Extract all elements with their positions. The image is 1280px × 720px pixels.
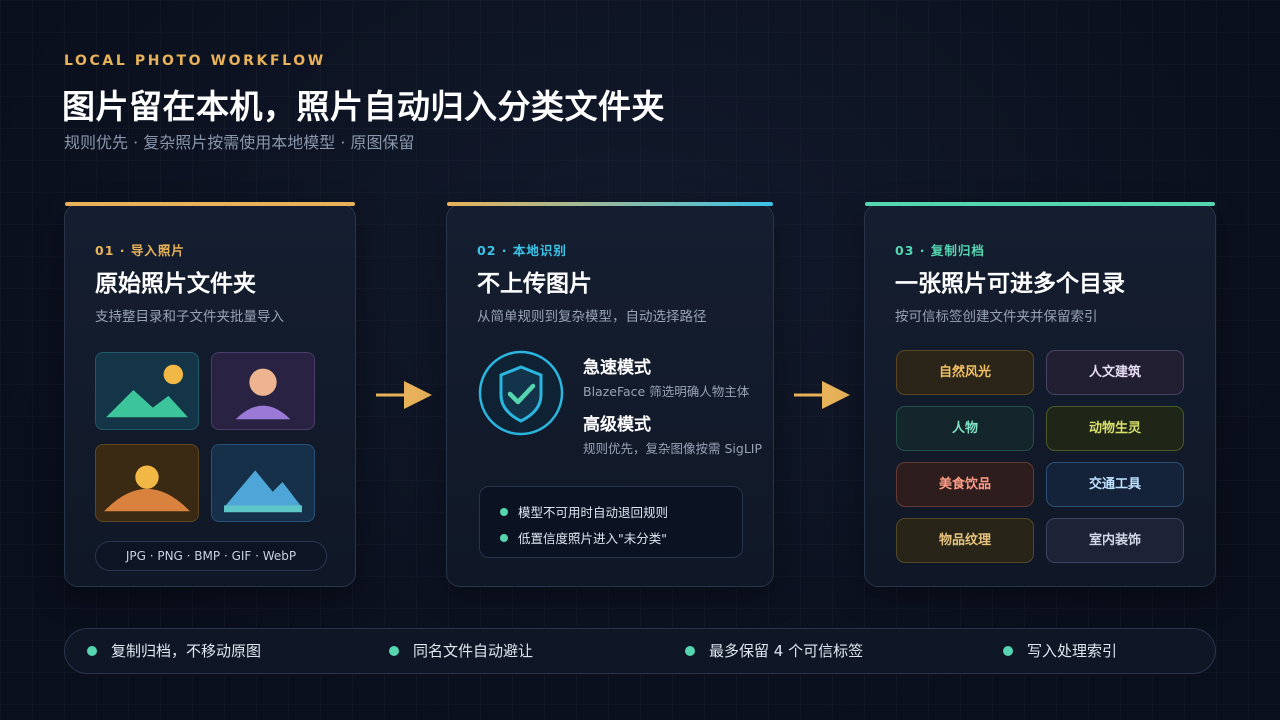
footer-item: 复制归档，不移动原图 <box>87 629 261 673</box>
category-tag-animals: 动物生灵 <box>1046 406 1184 451</box>
footer-bar: 复制归档，不移动原图 同名文件自动避让 最多保留 4 个可信标签 写入处理索引 <box>64 628 1216 674</box>
card-subtitle: 按可信标签创建文件夹并保留索引 <box>895 309 1098 325</box>
page-title: 图片留在本机，照片自动归入分类文件夹 <box>62 87 665 126</box>
category-tag-people: 人物 <box>896 406 1034 451</box>
category-tag-interior: 室内装饰 <box>1046 518 1184 563</box>
bullet-dot <box>389 646 399 656</box>
card-subtitle: 支持整目录和子文件夹批量导入 <box>95 309 284 325</box>
bullet-dot <box>685 646 695 656</box>
bullet-dot <box>1003 646 1013 656</box>
card-title: 原始照片文件夹 <box>95 271 256 297</box>
note-text: 模型不可用时自动退回规则 <box>518 505 669 520</box>
note-item: 模型不可用时自动退回规则 <box>500 502 668 521</box>
step-label: 02 · 本地识别 <box>477 243 567 258</box>
arrow-right-icon <box>376 381 432 409</box>
card-subtitle: 从简单规则到复杂模型，自动选择路径 <box>477 309 707 325</box>
footer-item: 写入处理索引 <box>1003 629 1117 673</box>
bullet-dot <box>500 534 508 542</box>
step-label: 01 · 导入照片 <box>95 243 185 258</box>
shield-check-icon <box>478 350 564 436</box>
note-item: 低置信度照片进入"未分类" <box>500 528 667 547</box>
mode-title-fast: 急速模式 <box>583 358 651 378</box>
bullet-dot <box>500 508 508 516</box>
note-text: 低置信度照片进入"未分类" <box>518 531 667 546</box>
mode-desc-advanced: 规则优先，复杂图像按需 SigLIP <box>583 441 763 456</box>
supported-formats: JPG · PNG · BMP · GIF · WebP <box>95 541 327 571</box>
category-tag-transport: 交通工具 <box>1046 462 1184 507</box>
page-subtitle: 规则优先 · 复杂照片按需使用本地模型 · 原图保留 <box>64 133 415 152</box>
sunset-photo-icon <box>95 444 199 522</box>
card-title: 不上传图片 <box>477 271 592 297</box>
card-accent-bar <box>865 202 1215 206</box>
category-tag-nature: 自然风光 <box>896 350 1034 395</box>
card-archive: 03 · 复制归档 一张照片可进多个目录 按可信标签创建文件夹并保留索引 自然风… <box>864 202 1216 587</box>
mountain-photo-icon <box>211 444 315 522</box>
card-title: 一张照片可进多个目录 <box>895 271 1125 297</box>
notes-box: 模型不可用时自动退回规则 低置信度照片进入"未分类" <box>479 486 743 558</box>
footer-text: 最多保留 4 个可信标签 <box>709 642 864 660</box>
step-label: 03 · 复制归档 <box>895 243 985 258</box>
card-local-recognition: 02 · 本地识别 不上传图片 从简单规则到复杂模型，自动选择路径 急速模式 B… <box>446 202 774 587</box>
landscape-photo-icon <box>95 352 199 430</box>
mode-desc-fast: BlazeFace 筛选明确人物主体 <box>583 384 750 399</box>
mode-title-advanced: 高级模式 <box>583 415 651 435</box>
category-tag-food: 美食饮品 <box>896 462 1034 507</box>
category-tag-architecture: 人文建筑 <box>1046 350 1184 395</box>
footer-text: 写入处理索引 <box>1027 642 1118 660</box>
person-photo-icon <box>211 352 315 430</box>
bullet-dot <box>87 646 97 656</box>
card-import: 01 · 导入照片 原始照片文件夹 支持整目录和子文件夹批量导入 JPG · P… <box>64 202 356 587</box>
footer-text: 同名文件自动避让 <box>413 642 534 660</box>
eyebrow: LOCAL PHOTO WORKFLOW <box>64 53 326 69</box>
arrow-right-icon <box>794 381 850 409</box>
card-accent-bar <box>65 202 355 206</box>
footer-item: 最多保留 4 个可信标签 <box>685 629 863 673</box>
footer-text: 复制归档，不移动原图 <box>111 642 262 660</box>
card-accent-bar <box>447 202 773 206</box>
category-tag-objects: 物品纹理 <box>896 518 1034 563</box>
footer-item: 同名文件自动避让 <box>389 629 533 673</box>
